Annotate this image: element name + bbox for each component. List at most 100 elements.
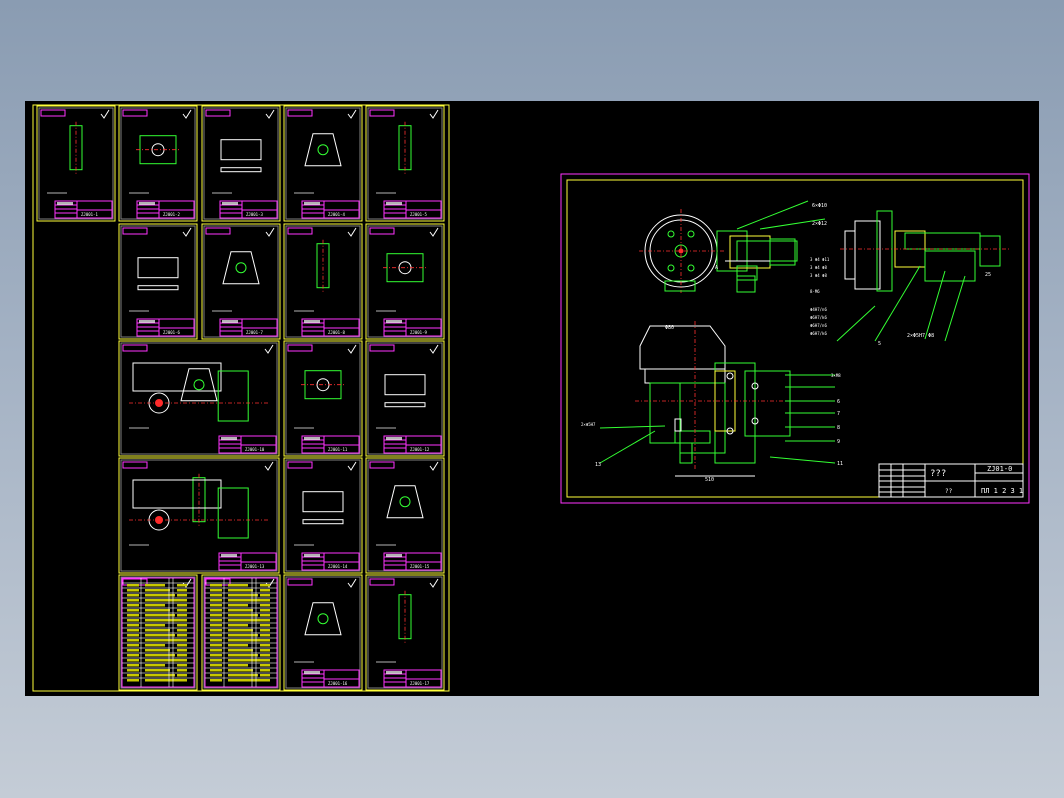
assembly-sheet-code: ПЛ 1 2 3 1: [981, 487, 1023, 495]
part-sheet[interactable]: ZJ001-6: [118, 223, 198, 340]
sheet-tag: [287, 461, 313, 469]
svg-text:6×Φ10: 6×Φ10: [812, 203, 827, 209]
part-sheet[interactable]: ZJ001-14: [283, 457, 363, 574]
sheet-tag: [369, 578, 395, 586]
svg-text:3 Φ4 Φ8: 3 Φ4 Φ8: [810, 273, 827, 278]
sheet-title-block: [219, 200, 278, 219]
svg-text:3×M8: 3×M8: [831, 373, 841, 378]
sheet-title-block: [301, 435, 360, 454]
svg-text:11: 11: [837, 461, 843, 467]
main-assembly-view: 13 2×Φ5H7 3×M8 6 7 8 9 11 510 Φ80: [581, 321, 843, 483]
sheet-title-block: [301, 669, 360, 688]
sheet-tag: [287, 109, 313, 117]
part-sheet[interactable]: ZJ001-7: [201, 223, 281, 340]
sheet-code-label: ZJ001-9: [410, 330, 427, 335]
sheet-code-label: ZJ001-8: [328, 330, 345, 335]
sheet-title-block: [383, 435, 442, 454]
part-sheet[interactable]: ZJ001-17: [365, 574, 445, 691]
sheet-code-label: ZJ001-15: [410, 564, 430, 569]
assembly-drawing[interactable]: 6×Φ10 2×Φ12 A 5 2×Φ5H7 Φ8 25 3 Φ4 Φ11 3 …: [560, 173, 1030, 504]
part-sheet[interactable]: [118, 574, 198, 691]
svg-text:Φ4H7/n6: Φ4H7/n6: [810, 307, 827, 312]
sheet-code-label: ZJ001-12: [410, 447, 430, 452]
svg-text:Φ80: Φ80: [665, 325, 674, 331]
sheet-tag: [369, 227, 395, 235]
sheet-code-label: ZJ001-10: [245, 447, 265, 452]
assembly-title-block[interactable]: ??? ZJ01-0 ?? ПЛ 1 2 3 1: [878, 463, 1024, 498]
sheet-code-label: ZJ001-7: [246, 330, 263, 335]
svg-text:5: 5: [878, 341, 881, 347]
sheet-code-label: ZJ001-13: [245, 564, 265, 569]
svg-text:2×Φ12: 2×Φ12: [812, 221, 827, 227]
part-sheet[interactable]: ZJ001-16: [283, 574, 363, 691]
svg-text:25: 25: [985, 272, 991, 278]
svg-text:A: A: [715, 265, 718, 271]
assembly-leader-labels: 3 Φ4 Φ11 3 Φ4 Φ8 3 Φ4 Φ8 8-M6 Φ4H7/n6 Φ6…: [810, 257, 876, 342]
part-sheet[interactable]: ZJ001-9: [365, 223, 445, 340]
svg-text:7: 7: [837, 411, 840, 417]
part-sheet[interactable]: [201, 574, 281, 691]
svg-text:6: 6: [837, 399, 840, 405]
part-sheet[interactable]: ZJ001-8: [283, 223, 363, 340]
sheet-code-label: ZJ001-16: [328, 681, 348, 686]
sheet-tag: [287, 227, 313, 235]
sheet-title-block: [301, 318, 360, 337]
svg-text:Φ6H7/k6: Φ6H7/k6: [810, 315, 827, 320]
sheet-title-block: [301, 552, 360, 571]
sheet-code-label: ZJ001-14: [328, 564, 348, 569]
sheet-tag: [369, 344, 395, 352]
front-view-wheel: 6×Φ10 2×Φ12 A: [639, 200, 827, 293]
part-sheet[interactable]: ZJ001-4: [283, 105, 363, 222]
part-sheet[interactable]: ZJ001-2: [118, 105, 198, 222]
sheet-code-label: ZJ001-2: [163, 212, 180, 217]
sheet-tag: [122, 227, 148, 235]
sheet-tag: [287, 344, 313, 352]
sheet-tag: [287, 578, 313, 586]
svg-text:8: 8: [837, 425, 840, 431]
part-sheet[interactable]: ZJ001-12: [365, 340, 445, 457]
sheet-title-block: [218, 435, 277, 454]
svg-text:Φ6H7/n6: Φ6H7/n6: [810, 323, 827, 328]
assembly-drawing-name: ???: [930, 469, 946, 479]
assembly-inner-frame: [566, 179, 1024, 498]
part-sheet[interactable]: ZJ001-5: [365, 105, 445, 222]
svg-text:Φ6H7/k6: Φ6H7/k6: [810, 331, 827, 336]
sheet-code-label: ZJ001-4: [328, 212, 345, 217]
svg-text:3 Φ4 Φ8: 3 Φ4 Φ8: [810, 265, 827, 270]
svg-text:2×Φ5H7 Φ8: 2×Φ5H7 Φ8: [907, 333, 934, 339]
svg-text:510: 510: [705, 477, 714, 483]
sheet-title-block: [136, 318, 195, 337]
sheet-code-label: ZJ001-11: [328, 447, 348, 452]
sheet-code-label: ZJ001-6: [163, 330, 180, 335]
part-sheet[interactable]: ZJ001-10: [118, 340, 280, 457]
sheet-title-block: [383, 318, 442, 337]
sheet-tag: [122, 109, 148, 117]
sheet-title-block: [383, 200, 442, 219]
svg-text:8-M6: 8-M6: [810, 289, 820, 294]
part-sheet[interactable]: ZJ001-3: [201, 105, 281, 222]
sheet-title-block: [383, 552, 442, 571]
sheet-tag: [40, 109, 66, 117]
assembly-outer-frame: [560, 173, 1030, 504]
sheet-code-label: ZJ001-17: [410, 681, 430, 686]
svg-text:2×Φ5H7: 2×Φ5H7: [581, 422, 596, 427]
part-sheet[interactable]: ZJ001-1: [36, 105, 116, 222]
svg-text:9: 9: [837, 439, 840, 445]
sheet-tag: [122, 461, 148, 469]
sheet-title-block: [218, 552, 277, 571]
svg-text:3 Φ4 Φ11: 3 Φ4 Φ11: [810, 257, 830, 262]
part-sheet[interactable]: ZJ001-15: [365, 457, 445, 574]
side-section-view: 5 2×Φ5H7 Φ8 25: [840, 210, 1010, 347]
part-sheet[interactable]: ZJ001-11: [283, 340, 363, 457]
sheet-tag: [205, 227, 231, 235]
part-sheet[interactable]: ZJ001-13: [118, 457, 280, 574]
sheet-title-block: [383, 669, 442, 688]
sheet-code-label: ZJ001-1: [81, 212, 98, 217]
sheet-title-block: [136, 200, 195, 219]
assembly-drawing-code: ZJ01-0: [987, 465, 1012, 473]
sheet-tag: [205, 109, 231, 117]
svg-text:13: 13: [595, 462, 601, 468]
